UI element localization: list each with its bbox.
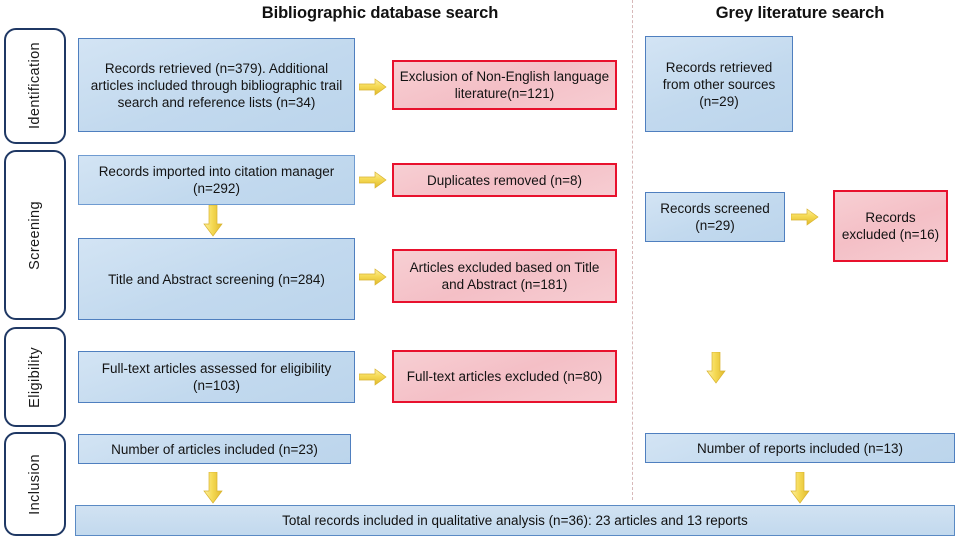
box-records-other-sources-text: Records retrieved from other sources (n=… — [662, 59, 776, 109]
box-records-screened: Records screened (n=29) — [645, 192, 785, 242]
box-fulltext-assessed: Full-text articles assessed for eligibil… — [78, 351, 355, 403]
stage-screening-label: Screening — [27, 200, 43, 270]
arrow-down-grey-screening — [706, 352, 726, 384]
column-header-bibliographic: Bibliographic database search — [261, 4, 499, 22]
arrow-right-records-excluded — [791, 208, 819, 226]
box-records-excluded-text: Records excluded (n=16) — [841, 210, 940, 242]
box-citation-manager: Records imported into citation manager (… — [78, 155, 355, 205]
box-articles-included: Number of articles included (n=23) — [78, 434, 351, 464]
box-records-excluded: Records excluded (n=16) — [833, 190, 948, 262]
stage-screening: Screening — [4, 150, 66, 320]
arrow-right-title-abstract — [359, 268, 387, 286]
column-header-grey-literature: Grey literature search — [715, 4, 885, 22]
box-fulltext-assessed-text: Full-text articles assessed for eligibil… — [101, 361, 332, 393]
arrow-down-screening — [203, 205, 223, 237]
box-title-abstract-screening-text: Title and Abstract screening (n=284) — [108, 271, 325, 287]
arrow-right-duplicates — [359, 171, 387, 189]
box-duplicates-removed-text: Duplicates removed (n=8) — [427, 172, 582, 188]
box-reports-included: Number of reports included (n=13) — [645, 433, 955, 463]
box-citation-manager-text: Records imported into citation manager (… — [98, 164, 335, 196]
stage-identification-label: Identification — [27, 42, 43, 130]
box-duplicates-removed: Duplicates removed (n=8) — [392, 163, 617, 197]
box-exclusion-non-english: Exclusion of Non-English language litera… — [392, 60, 617, 110]
stage-eligibility-label: Eligibility — [27, 346, 43, 408]
box-reports-included-text: Number of reports included (n=13) — [697, 440, 903, 456]
box-records-retrieved: Records retrieved (n=379). Additional ar… — [78, 38, 355, 132]
box-articles-excluded-title-abstract-text: Articles excluded based on Title and Abs… — [409, 260, 600, 292]
box-articles-included-text: Number of articles included (n=23) — [111, 441, 318, 457]
box-title-abstract-screening: Title and Abstract screening (n=284) — [78, 238, 355, 320]
box-fulltext-excluded: Full-text articles excluded (n=80) — [392, 350, 617, 403]
stage-eligibility: Eligibility — [4, 327, 66, 427]
stage-inclusion: Inclusion — [4, 432, 66, 536]
column-divider — [632, 0, 633, 500]
box-records-other-sources: Records retrieved from other sources (n=… — [645, 36, 793, 132]
stage-identification: Identification — [4, 28, 66, 144]
box-exclusion-non-english-text: Exclusion of Non-English language litera… — [399, 69, 610, 101]
box-articles-excluded-title-abstract: Articles excluded based on Title and Abs… — [392, 249, 617, 303]
arrow-right-fulltext — [359, 368, 387, 386]
arrow-right-identification — [359, 78, 387, 96]
box-records-screened-text: Records screened (n=29) — [660, 201, 770, 233]
stage-inclusion-label: Inclusion — [27, 453, 43, 515]
box-records-retrieved-text: Records retrieved (n=379). Additional ar… — [90, 60, 343, 110]
box-total-records: Total records included in qualitative an… — [75, 505, 955, 536]
arrow-down-inclusion-right — [790, 472, 810, 504]
box-fulltext-excluded-text: Full-text articles excluded (n=80) — [406, 369, 603, 384]
arrow-down-inclusion-left — [203, 472, 223, 504]
box-total-records-text: Total records included in qualitative an… — [282, 513, 748, 528]
